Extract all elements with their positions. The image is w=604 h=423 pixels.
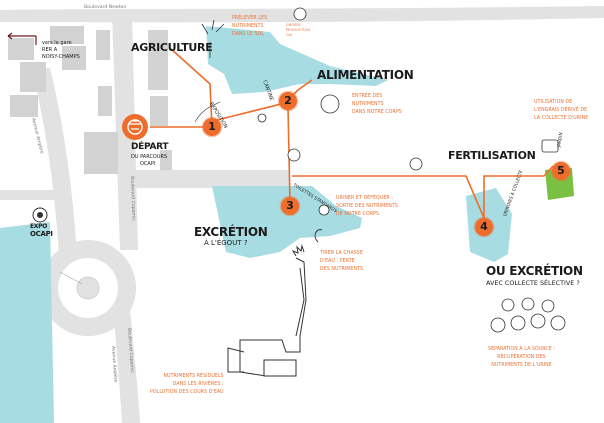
pollution-note-1: NUTRIMENTS RÉSIDUELS	[163, 373, 224, 379]
stop-5-notes: UTILISATION DE L'ENGRAIS DÉRIVÉ DE LA CO…	[534, 98, 588, 122]
start-marker	[122, 114, 148, 140]
pollution-notes: NUTRIMENTS RÉSIDUELS DANS LES RIVIÈRES :…	[150, 372, 224, 396]
stop-1-notes: PRÉLEVER LES NUTRIMENTS DANS LE SOL	[232, 14, 267, 38]
stop-3-note-2: SORTIE DES NUTRIMENTS	[336, 203, 398, 209]
stop-4-marker[interactable]: 4	[475, 218, 493, 236]
pollution-note-3: POLLUTION DES COURS D'EAU	[150, 389, 224, 395]
stop-5-note-3: LA COLLECTE D'URINE	[534, 115, 589, 121]
stop-4-title-block: OU EXCRÉTION AVEC COLLECTE SÉLECTIVE ?	[486, 265, 583, 286]
station-label: vers la gare RER A NOISY-CHAMPS	[42, 40, 80, 61]
stop-2-note-2: NUTRIMENTS	[352, 101, 384, 107]
stop-3-flush-note-2: D'EAU : PERTE	[320, 258, 355, 264]
stop-3-title-block: EXCRÉTION À L'ÉGOUT ?	[194, 225, 268, 247]
sewer-pipe-illustration	[227, 229, 323, 377]
stop-3-subtitle: À L'ÉGOUT ?	[204, 239, 248, 247]
stop-4-note-3: NUTRIMENTS DE L'URINE	[491, 362, 552, 368]
start-line-1: DU PARCOURS	[131, 154, 168, 160]
stop-3-flush-notes: TIRER LA CHASSE D'EAU : PERTE DES NUTRIM…	[320, 249, 363, 273]
stop-3-notes: URINER ET DÉFÉQUER : SORTIE DES NUTRIMEN…	[336, 194, 398, 218]
creature-drawings	[201, 7, 566, 333]
stop-2-notes: ENTRÉE DES NUTRIMENTS DANS NOTRE CORPS	[352, 92, 402, 116]
stop-4-title: OU EXCRÉTION	[486, 264, 583, 278]
stop-1-marker[interactable]: 1	[203, 118, 221, 136]
stop-2-note-3: DANS NOTRE CORPS	[352, 109, 402, 115]
stop-3-note-3: DE NOTRE CORPS	[336, 211, 380, 217]
stop-4-note-1: SÉPARATION À LA SOURCE :	[488, 346, 556, 352]
expo-line-1: EXPO	[30, 223, 48, 230]
stop-3-title: EXCRÉTION	[194, 225, 268, 239]
sprout-text-3: OUI	[286, 32, 293, 37]
roundabout-island	[76, 276, 100, 300]
buildings	[8, 26, 172, 174]
expo-label: EXPO OCAPI	[30, 224, 53, 238]
stop-2-marker[interactable]: 2	[279, 92, 297, 110]
stop-3-flush-note-3: DES NUTRIMENTS	[320, 266, 364, 272]
stop-2-note-1: ENTRÉE DES	[352, 93, 383, 99]
sprout-text-1: GROSSE	[286, 22, 301, 27]
station-line-1: vers la gare	[42, 40, 72, 46]
stop-3-marker[interactable]: 3	[281, 197, 299, 215]
stop-3-note-1: URINER ET DÉFÉQUER :	[336, 195, 393, 201]
stop-1-note-2: NUTRIMENTS	[232, 23, 264, 29]
street-label-newton: Boulevard Newton	[84, 5, 127, 10]
stop-5-note-1: UTILISATION DE	[534, 99, 573, 105]
stop-4-notes: SÉPARATION À LA SOURCE : RÉCUPÉRATION DE…	[488, 345, 555, 369]
stop-1-title: AGRICULTURE	[131, 41, 213, 54]
stop-5-note-2: L'ENGRAIS DÉRIVÉ DE	[534, 107, 588, 113]
station-line-2: RER A	[42, 47, 58, 53]
stop-1-sprout-text: GROSSE PRODUCTION OUI	[286, 22, 310, 37]
start-title: DÉPART	[131, 142, 169, 152]
street-label-copernic-top: Boulevard Copernic	[129, 175, 136, 222]
stop-1-note-3: DANS LE SOL	[232, 31, 264, 37]
expo-line-2: OCAPI	[30, 230, 53, 238]
stop-3-flush-note-1: TIRER LA CHASSE	[320, 250, 363, 256]
start-label: DÉPART DU PARCOURS OCAPI	[131, 142, 169, 167]
pollution-note-2: DANS LES RIVIÈRES :	[172, 381, 224, 387]
stop-5-marker[interactable]: 5	[552, 162, 570, 180]
stop-4-subtitle: AVEC COLLECTE SÉLECTIVE ?	[486, 279, 580, 287]
sprout-text-2: PRODUCTION	[286, 27, 310, 32]
start-line-2: OCAPI	[140, 161, 156, 167]
stop-1-note-1: PRÉLEVER LES	[232, 15, 268, 21]
expo-icon	[32, 207, 48, 223]
stop-4-note-2: RÉCUPÉRATION DES	[497, 354, 546, 360]
station-line-3: NOISY-CHAMPS	[42, 54, 80, 60]
stop-2-title: ALIMENTATION	[317, 68, 414, 82]
stop-5-title: FERTILISATION	[448, 149, 536, 162]
